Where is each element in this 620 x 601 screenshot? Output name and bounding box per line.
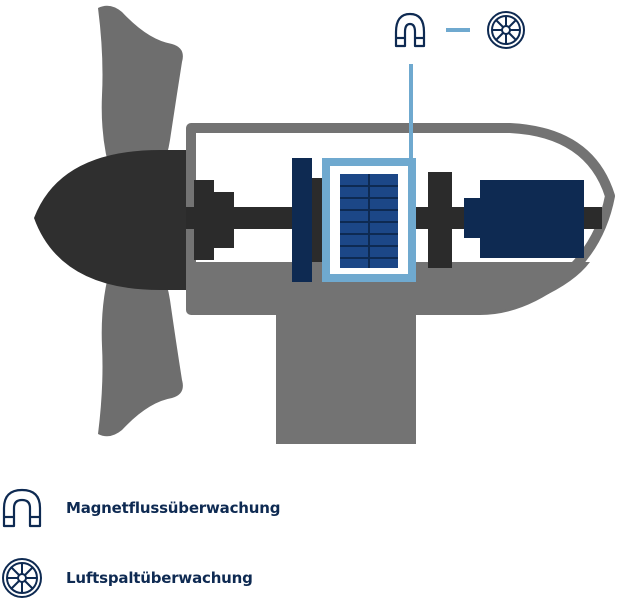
legend-label-air-gap: Luftspaltüberwachung — [66, 569, 253, 587]
brake-disc — [428, 172, 452, 268]
wind-turbine-diagram — [34, 5, 615, 444]
legend-item-magnetic-flux: Magnetflussüberwachung — [0, 486, 280, 530]
generator-stator — [292, 158, 312, 282]
rotor-blade-lower — [98, 262, 183, 437]
shaft-end-cap — [584, 210, 602, 226]
magnet-icon — [2, 488, 42, 528]
rotor-blade-upper — [98, 5, 183, 178]
generator-cell-grid — [340, 174, 398, 268]
gearbox — [480, 180, 584, 258]
tower — [276, 308, 416, 444]
legend-label-magnetic-flux: Magnetflussüberwachung — [66, 499, 281, 517]
nacelle-floor — [191, 262, 590, 312]
wheel-icon — [487, 11, 525, 49]
magnet-icon — [394, 12, 426, 48]
wheel-icon — [2, 558, 42, 598]
bearing-block-1 — [194, 180, 214, 260]
coupling — [464, 198, 482, 238]
bearing-block-2 — [214, 192, 234, 248]
legend-item-air-gap: Luftspaltüberwachung — [0, 556, 253, 600]
generator-stator-ring — [312, 178, 322, 262]
rotor-hub — [34, 150, 195, 290]
